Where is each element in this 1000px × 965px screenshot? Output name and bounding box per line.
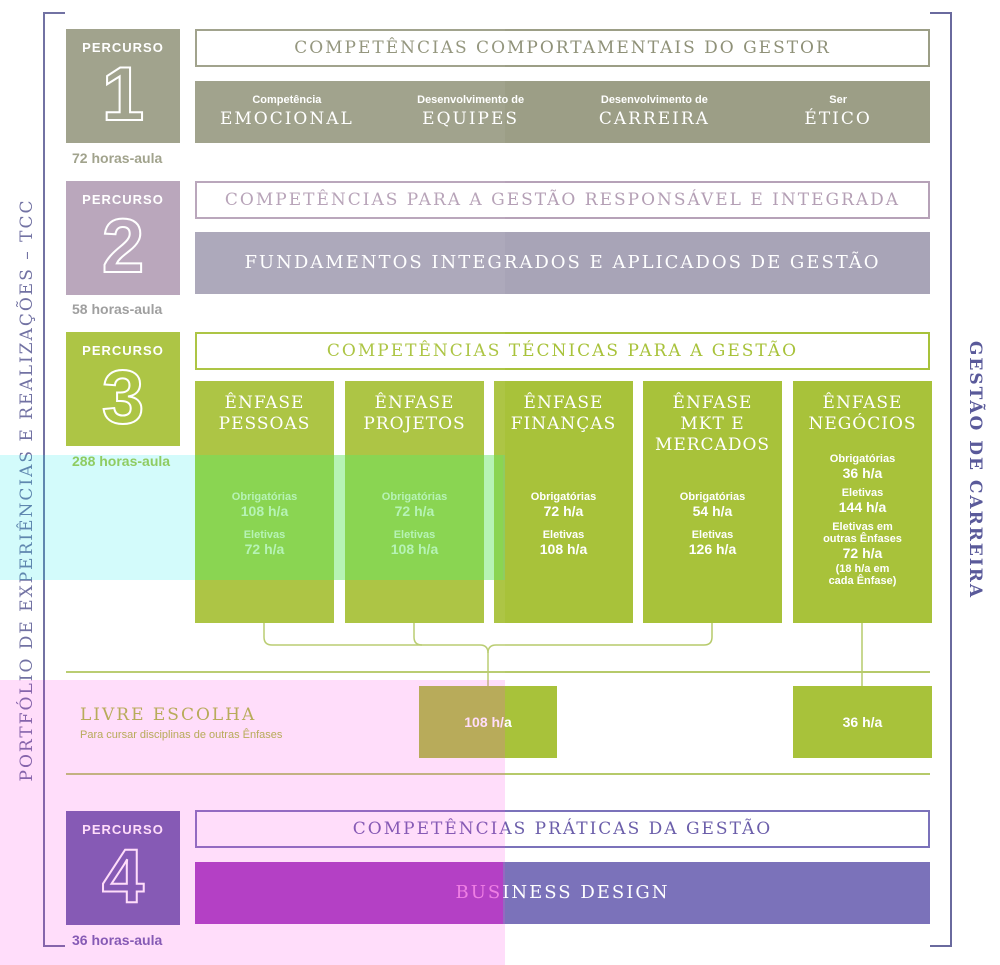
percurso-4-number: 4 <box>101 834 145 919</box>
percurso-2-block: PERCURSO 2 <box>66 181 180 295</box>
right-bracket <box>930 12 952 947</box>
eletivas-label: Eletivas <box>393 529 436 541</box>
percurso-3-hours: 288 horas-aula <box>72 453 171 469</box>
enfase-title-line1: ÊNFASE <box>224 393 305 413</box>
enfase-negocios: ÊNFASE NEGÓCIOS Obrigatórias 36 h/a Elet… <box>793 381 932 623</box>
section-4-title: COMPETÊNCIAS PRÁTICAS DA GESTÃO <box>195 810 930 848</box>
livre-top-divider <box>66 671 930 673</box>
percurso-2-hours: 58 horas-aula <box>72 301 163 317</box>
livre-bottom-divider <box>66 773 930 775</box>
eletivas-label: Eletivas <box>691 529 734 541</box>
percurso-3-block: PERCURSO 3 <box>66 332 180 446</box>
percurso-1-number: 1 <box>101 52 145 137</box>
connector-mkt <box>487 623 713 654</box>
percurso-1-block: PERCURSO 1 <box>66 29 180 143</box>
fundamentos-bar: FUNDAMENTOS INTEGRADOS E APLICADOS DE GE… <box>195 232 930 294</box>
connector-pessoas <box>263 623 489 654</box>
competencia-small: Ser <box>829 94 847 106</box>
competencia-emocional: Competência EMOCIONAL <box>195 81 379 143</box>
percurso-3-number: 3 <box>101 355 145 440</box>
livre-escolha-subtitle: Para cursar disciplinas de outras Ênfase… <box>80 729 283 741</box>
outras-enfases-label-1: Eletivas em <box>832 521 893 533</box>
note-line-2: cada Ênfase) <box>828 575 897 587</box>
enfase-title-line3: MERCADOS <box>654 435 771 455</box>
obrigatorias-value: 72 h/a <box>394 503 435 519</box>
percurso-1-hours: 72 horas-aula <box>72 150 163 166</box>
enfase-projetos: ÊNFASE PROJETOS Obrigatórias 72 h/a Elet… <box>345 381 484 623</box>
livre-escolha-main-box: 108 h/a <box>419 686 557 758</box>
competencia-big: CARREIRA <box>598 109 710 129</box>
enfase-title-line2: FINANÇAS <box>510 414 617 434</box>
competencia-big: ÉTICO <box>804 109 872 129</box>
enfase-title-line1: ÊNFASE <box>672 393 753 413</box>
obrigatorias-value: 108 h/a <box>240 503 289 519</box>
enfase-pessoas: ÊNFASE PESSOAS Obrigatórias 108 h/a Elet… <box>195 381 334 623</box>
enfase-title-line1: ÊNFASE <box>523 393 604 413</box>
percurso-1-label: PERCURSO <box>82 40 164 55</box>
eletivas-value: 108 h/a <box>539 541 588 557</box>
eletivas-value: 72 h/a <box>244 541 285 557</box>
competencia-etico: Ser ÉTICO <box>746 81 930 143</box>
eletivas-label: Eletivas <box>243 529 286 541</box>
competencia-small: Competência <box>252 94 322 106</box>
competencia-carreira: Desenvolvimento de CARREIRA <box>563 81 747 143</box>
obrigatorias-label: Obrigatórias <box>530 491 597 503</box>
percurso-3-label: PERCURSO <box>82 343 164 358</box>
enfase-title-line1: ÊNFASE <box>822 393 903 413</box>
obrigatorias-label: Obrigatórias <box>679 491 746 503</box>
enfase-financas: ÊNFASE FINANÇAS Obrigatórias 72 h/a Elet… <box>494 381 633 623</box>
business-design-bar: BUSINESS DESIGN <box>195 862 930 924</box>
enfase-title-line2: NEGÓCIOS <box>808 414 917 434</box>
section-2-title: COMPETÊNCIAS PARA A GESTÃO RESPONSÁVEL E… <box>195 181 930 219</box>
competencia-equipes: Desenvolvimento de EQUIPES <box>379 81 563 143</box>
eletivas-value: 144 h/a <box>838 499 887 515</box>
enfase-title-line2: MKT E <box>680 414 745 434</box>
note-line-1: (18 h/a em <box>835 563 890 575</box>
outras-enfases-value: 72 h/a <box>842 545 883 561</box>
competencia-big: EMOCIONAL <box>219 109 354 129</box>
left-bracket <box>43 12 65 947</box>
obrigatorias-value: 72 h/a <box>543 503 584 519</box>
obrigatorias-value: 54 h/a <box>692 503 733 519</box>
connector-projetos <box>413 623 423 646</box>
outras-enfases-label-2: outras Ênfases <box>823 533 902 545</box>
eletivas-value: 126 h/a <box>688 541 737 557</box>
percurso-4-block: PERCURSO 4 <box>66 811 180 925</box>
eletivas-value: 108 h/a <box>390 541 439 557</box>
livre-escolha-negocios-box: 36 h/a <box>793 686 932 758</box>
obrigatorias-label: Obrigatórias <box>231 491 298 503</box>
livre-escolha-title: LIVRE ESCOLHA <box>80 705 257 725</box>
percurso-4-label: PERCURSO <box>82 822 164 837</box>
percurso-4-hours: 36 horas-aula <box>72 932 163 948</box>
competencia-big: EQUIPES <box>422 109 520 129</box>
eletivas-label: Eletivas <box>542 529 585 541</box>
obrigatorias-value: 36 h/a <box>842 465 883 481</box>
percurso-2-label: PERCURSO <box>82 192 164 207</box>
obrigatorias-label: Obrigatórias <box>381 491 448 503</box>
competencia-small: Desenvolvimento de <box>600 94 708 106</box>
competencias-bar: Competência EMOCIONAL Desenvolvimento de… <box>195 81 930 143</box>
obrigatorias-label: Obrigatórias <box>829 453 896 465</box>
enfase-title-line1: ÊNFASE <box>374 393 455 413</box>
enfase-mkt-mercados: ÊNFASE MKT E MERCADOS Obrigatórias 54 h/… <box>643 381 782 623</box>
section-1-title: COMPETÊNCIAS COMPORTAMENTAIS DO GESTOR <box>195 29 930 67</box>
enfase-title-line2: PROJETOS <box>363 414 466 434</box>
eletivas-label: Eletivas <box>841 487 884 499</box>
enfase-title-line2: PESSOAS <box>218 414 311 434</box>
percurso-2-number: 2 <box>101 204 145 289</box>
competencia-small: Desenvolvimento de <box>417 94 525 106</box>
section-3-title: COMPETÊNCIAS TÉCNICAS PARA A GESTÃO <box>195 332 930 370</box>
